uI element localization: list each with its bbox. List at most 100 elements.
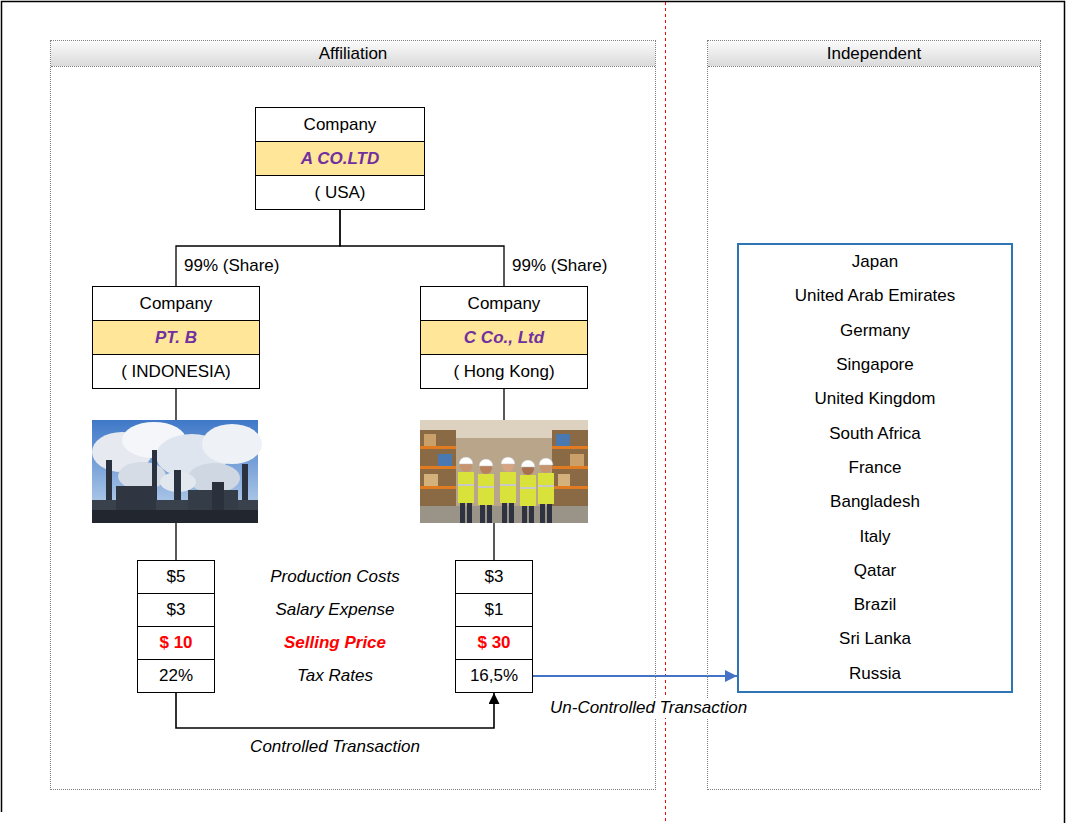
warehouse-picture-part bbox=[420, 446, 456, 449]
company-row: ( Hong Kong) bbox=[421, 354, 587, 388]
warehouse-picture-part bbox=[570, 454, 584, 466]
value-cell: $ 10 bbox=[137, 626, 215, 660]
warehouse-picture-part bbox=[438, 454, 452, 466]
cell-value: $1 bbox=[456, 594, 532, 626]
warehouse-picture-part-part bbox=[460, 502, 465, 523]
value-cell: 16,5% bbox=[455, 659, 533, 693]
country-name: Bangladesh bbox=[830, 492, 920, 512]
country-name: Germany bbox=[840, 321, 910, 341]
warehouse-picture-part bbox=[552, 486, 588, 489]
warehouse-picture-part bbox=[552, 446, 588, 449]
warehouse-picture-part-part bbox=[487, 504, 492, 523]
connector-line bbox=[340, 210, 504, 286]
company-row: ( INDONESIA) bbox=[93, 354, 259, 388]
warehouse-picture-part-part bbox=[467, 502, 472, 523]
company-box: CompanyC Co., Ltd( Hong Kong) bbox=[420, 286, 588, 389]
warehouse-picture-part-part bbox=[509, 502, 514, 523]
company-box: CompanyPT. B( INDONESIA) bbox=[92, 286, 260, 389]
company-row: Company bbox=[421, 287, 587, 320]
edge-label: 99% (Share) bbox=[182, 256, 281, 276]
factory-picture bbox=[92, 420, 262, 523]
country-list: JapanUnited Arab EmiratesGermanySingapor… bbox=[737, 243, 1013, 693]
value-cell: $ 30 bbox=[455, 626, 533, 660]
cell-value: $ 10 bbox=[138, 627, 214, 659]
cell-value: 22% bbox=[138, 660, 214, 692]
warehouse-picture-part-part bbox=[540, 503, 545, 523]
country-name: United Kingdom bbox=[815, 389, 936, 409]
company-row: Company bbox=[93, 287, 259, 320]
row-label: Selling Price bbox=[284, 633, 386, 653]
warehouse-picture-part-part bbox=[478, 474, 494, 505]
warehouse-picture-part bbox=[558, 474, 570, 486]
cell-value: 16,5% bbox=[456, 660, 532, 692]
warehouse-picture-part-part bbox=[501, 457, 515, 464]
country-name: Brazil bbox=[854, 595, 897, 615]
company-box: CompanyA CO.LTD( USA) bbox=[255, 107, 425, 210]
warehouse-picture-part-part bbox=[459, 457, 473, 464]
country-name: Russia bbox=[849, 664, 901, 684]
warehouse-picture-part-part bbox=[479, 459, 493, 466]
divider-line bbox=[665, 2, 666, 823]
edge-label: Un-Controlled Transaction bbox=[548, 698, 749, 718]
warehouse-picture-part bbox=[420, 420, 588, 523]
warehouse-picture-part-part bbox=[538, 473, 554, 504]
row-label: Production Costs bbox=[270, 567, 399, 587]
row-label: Tax Rates bbox=[297, 666, 373, 686]
warehouse-picture-part bbox=[520, 460, 536, 523]
company-row: C Co., Ltd bbox=[421, 320, 587, 354]
connector-line bbox=[176, 693, 494, 728]
connector-line bbox=[176, 210, 340, 286]
warehouse-picture-part bbox=[420, 430, 456, 508]
country-name: Japan bbox=[852, 252, 898, 272]
warehouse-picture-part-part bbox=[500, 472, 516, 503]
value-cell: $1 bbox=[455, 593, 533, 627]
warehouse-picture-part bbox=[500, 457, 516, 523]
warehouse-picture-part bbox=[538, 458, 554, 523]
warehouse-picture-part bbox=[420, 466, 456, 469]
warehouse-picture-part-part bbox=[539, 458, 553, 465]
company-row: PT. B bbox=[93, 320, 259, 354]
company-row: A CO.LTD bbox=[256, 141, 424, 175]
row-label: Salary Expense bbox=[275, 600, 394, 620]
value-cell: $3 bbox=[455, 560, 533, 594]
warehouse-picture-part-part bbox=[547, 503, 552, 523]
country-name: Qatar bbox=[854, 561, 897, 581]
warehouse-picture-part bbox=[424, 474, 438, 486]
country-name: Italy bbox=[859, 527, 890, 547]
warehouse-picture-part-part bbox=[520, 475, 536, 506]
country-name: Singapore bbox=[836, 355, 914, 375]
warehouse-picture-part-part bbox=[522, 505, 527, 523]
warehouse-picture-part-part bbox=[458, 472, 474, 503]
country-name: Sri Lanka bbox=[839, 629, 911, 649]
warehouse-picture-part bbox=[458, 457, 474, 523]
value-cell: $5 bbox=[137, 560, 215, 594]
warehouse-picture-part bbox=[478, 459, 494, 523]
company-row: ( USA) bbox=[256, 175, 424, 209]
warehouse-picture bbox=[420, 420, 588, 523]
warehouse-picture-part-part bbox=[520, 487, 536, 489]
panel-heading: Affiliation bbox=[51, 41, 655, 67]
value-cell: 22% bbox=[137, 659, 215, 693]
warehouse-picture-part-part bbox=[458, 484, 474, 486]
warehouse-picture-part-part bbox=[521, 460, 535, 467]
company-row: Company bbox=[256, 108, 424, 141]
value-cell: $3 bbox=[137, 593, 215, 627]
cell-value: $5 bbox=[138, 561, 214, 593]
warehouse-picture-part-part bbox=[502, 502, 507, 523]
warehouse-picture-part-part bbox=[529, 505, 534, 523]
warehouse-picture-part bbox=[420, 486, 456, 489]
cell-value: $3 bbox=[138, 594, 214, 626]
cell-value: $ 30 bbox=[456, 627, 532, 659]
warehouse-picture-part bbox=[552, 466, 588, 469]
warehouse-picture-part-part bbox=[500, 484, 516, 486]
panel-box: AffiliationCompanyA CO.LTD( USA)CompanyP… bbox=[50, 40, 656, 790]
edge-label: Controlled Transaction bbox=[248, 737, 422, 757]
warehouse-picture-part-part bbox=[538, 485, 554, 487]
warehouse-picture-part-part bbox=[480, 504, 485, 523]
warehouse-picture-part bbox=[424, 434, 436, 446]
edge-label: 99% (Share) bbox=[510, 256, 609, 276]
factory-picture-part bbox=[118, 462, 166, 490]
